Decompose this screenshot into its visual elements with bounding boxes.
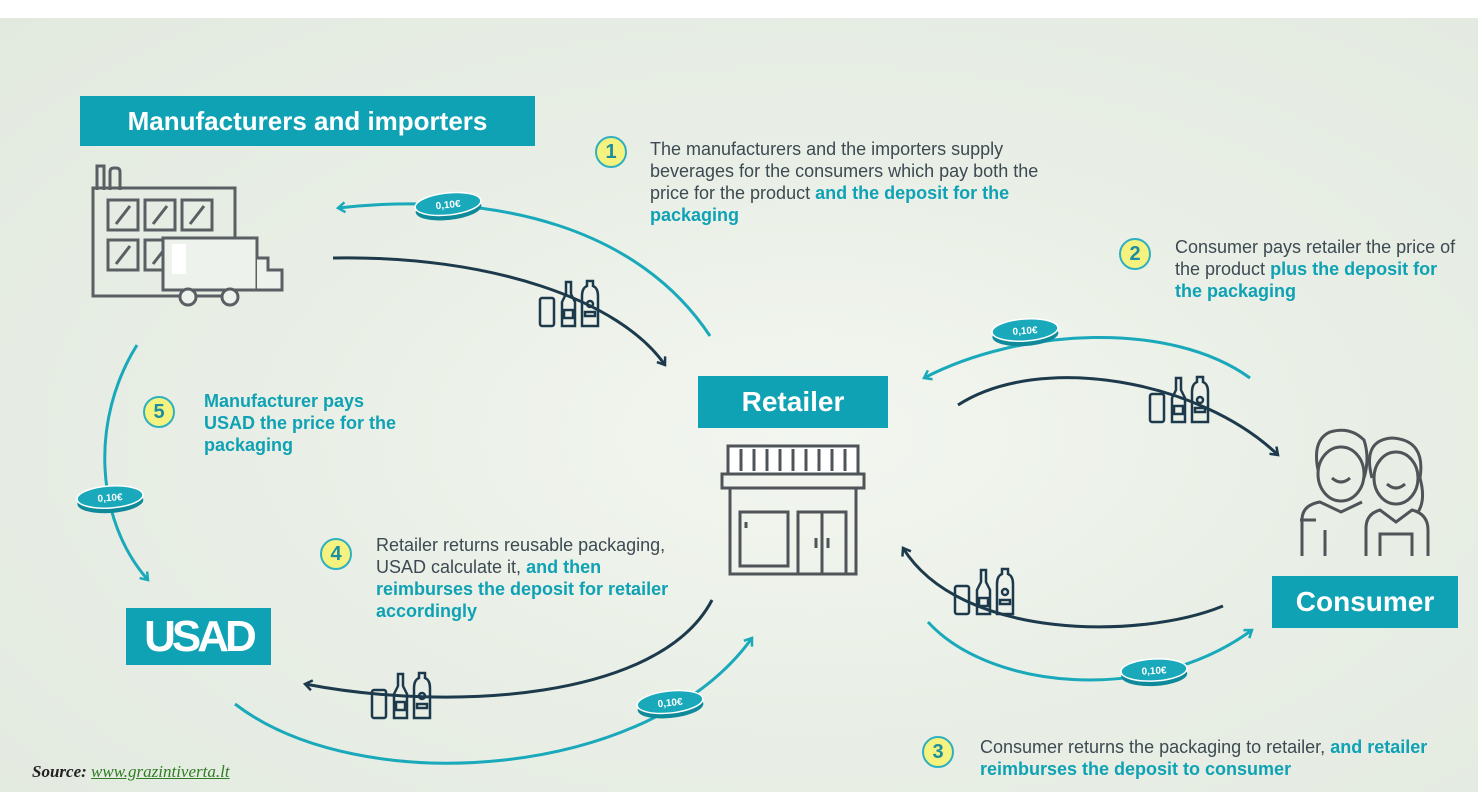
coin-icon: 0,10€ <box>414 191 482 221</box>
step-3-text: Consumer returns the packaging to retail… <box>980 737 1428 779</box>
manufacturers-label: Manufacturers and importers <box>80 96 535 146</box>
coin-icon: 0,10€ <box>991 318 1059 347</box>
arrow-money-retailer-to-manufacturer <box>338 204 712 337</box>
svg-text:0,10€: 0,10€ <box>1012 325 1038 338</box>
factory-icon <box>91 164 237 298</box>
arrow-refund-retailer-to-consumer <box>926 620 1252 682</box>
arrow-goods-retailer-to-consumer <box>957 376 1278 455</box>
coin-icon: 0,10€ <box>1120 658 1188 687</box>
beverage-containers-icon <box>370 671 432 720</box>
source-label: Source: <box>32 762 87 781</box>
step-1-text: The manufacturers and the importers supp… <box>650 139 1039 225</box>
arrow-money-consumer-to-retailer <box>924 335 1251 378</box>
svg-text:0,10€: 0,10€ <box>657 697 683 711</box>
svg-text:0,10€: 0,10€ <box>1141 665 1167 677</box>
arrow-money-usad-to-retailer <box>234 638 752 765</box>
step-5-number: 5 <box>143 396 175 428</box>
source-link[interactable]: www.grazintiverta.lt <box>91 762 230 781</box>
consumer-label: Consumer <box>1272 576 1458 628</box>
arrow-packaging-consumer-to-retailer <box>903 548 1224 629</box>
step-2-number: 2 <box>1119 238 1151 270</box>
svg-text:0,10€: 0,10€ <box>97 492 123 505</box>
arrow-money-manufacturer-to-usad <box>103 344 148 580</box>
consumers-icon <box>1300 428 1430 556</box>
coin-icon: 0,10€ <box>76 485 144 514</box>
retailer-label: Retailer <box>698 376 888 428</box>
step-1-number: 1 <box>595 136 627 168</box>
store-icon <box>720 444 866 576</box>
step-5-text: Manufacturer pays USAD the price for the… <box>204 391 397 455</box>
step-3-number: 3 <box>922 736 954 768</box>
beverage-containers-icon <box>538 279 600 328</box>
step-2-text: Consumer pays retailer the price of the … <box>1175 237 1456 301</box>
usad-logo: USAD <box>126 608 271 665</box>
source-caption: Source: www.grazintiverta.lt <box>32 762 230 782</box>
truck-icon <box>161 236 284 307</box>
beverage-containers-icon <box>1148 375 1210 424</box>
arrow-goods-manufacturer-to-retailer <box>332 256 665 365</box>
coin-icon: 0,10€ <box>636 689 704 719</box>
svg-text:0,10€: 0,10€ <box>435 199 461 213</box>
top-band <box>0 0 1478 18</box>
step-4-text: Retailer returns reusable packaging, USA… <box>376 535 669 621</box>
step-4-number: 4 <box>320 538 352 570</box>
beverage-containers-icon <box>953 567 1015 616</box>
arrow-packaging-retailer-to-usad <box>305 599 714 699</box>
